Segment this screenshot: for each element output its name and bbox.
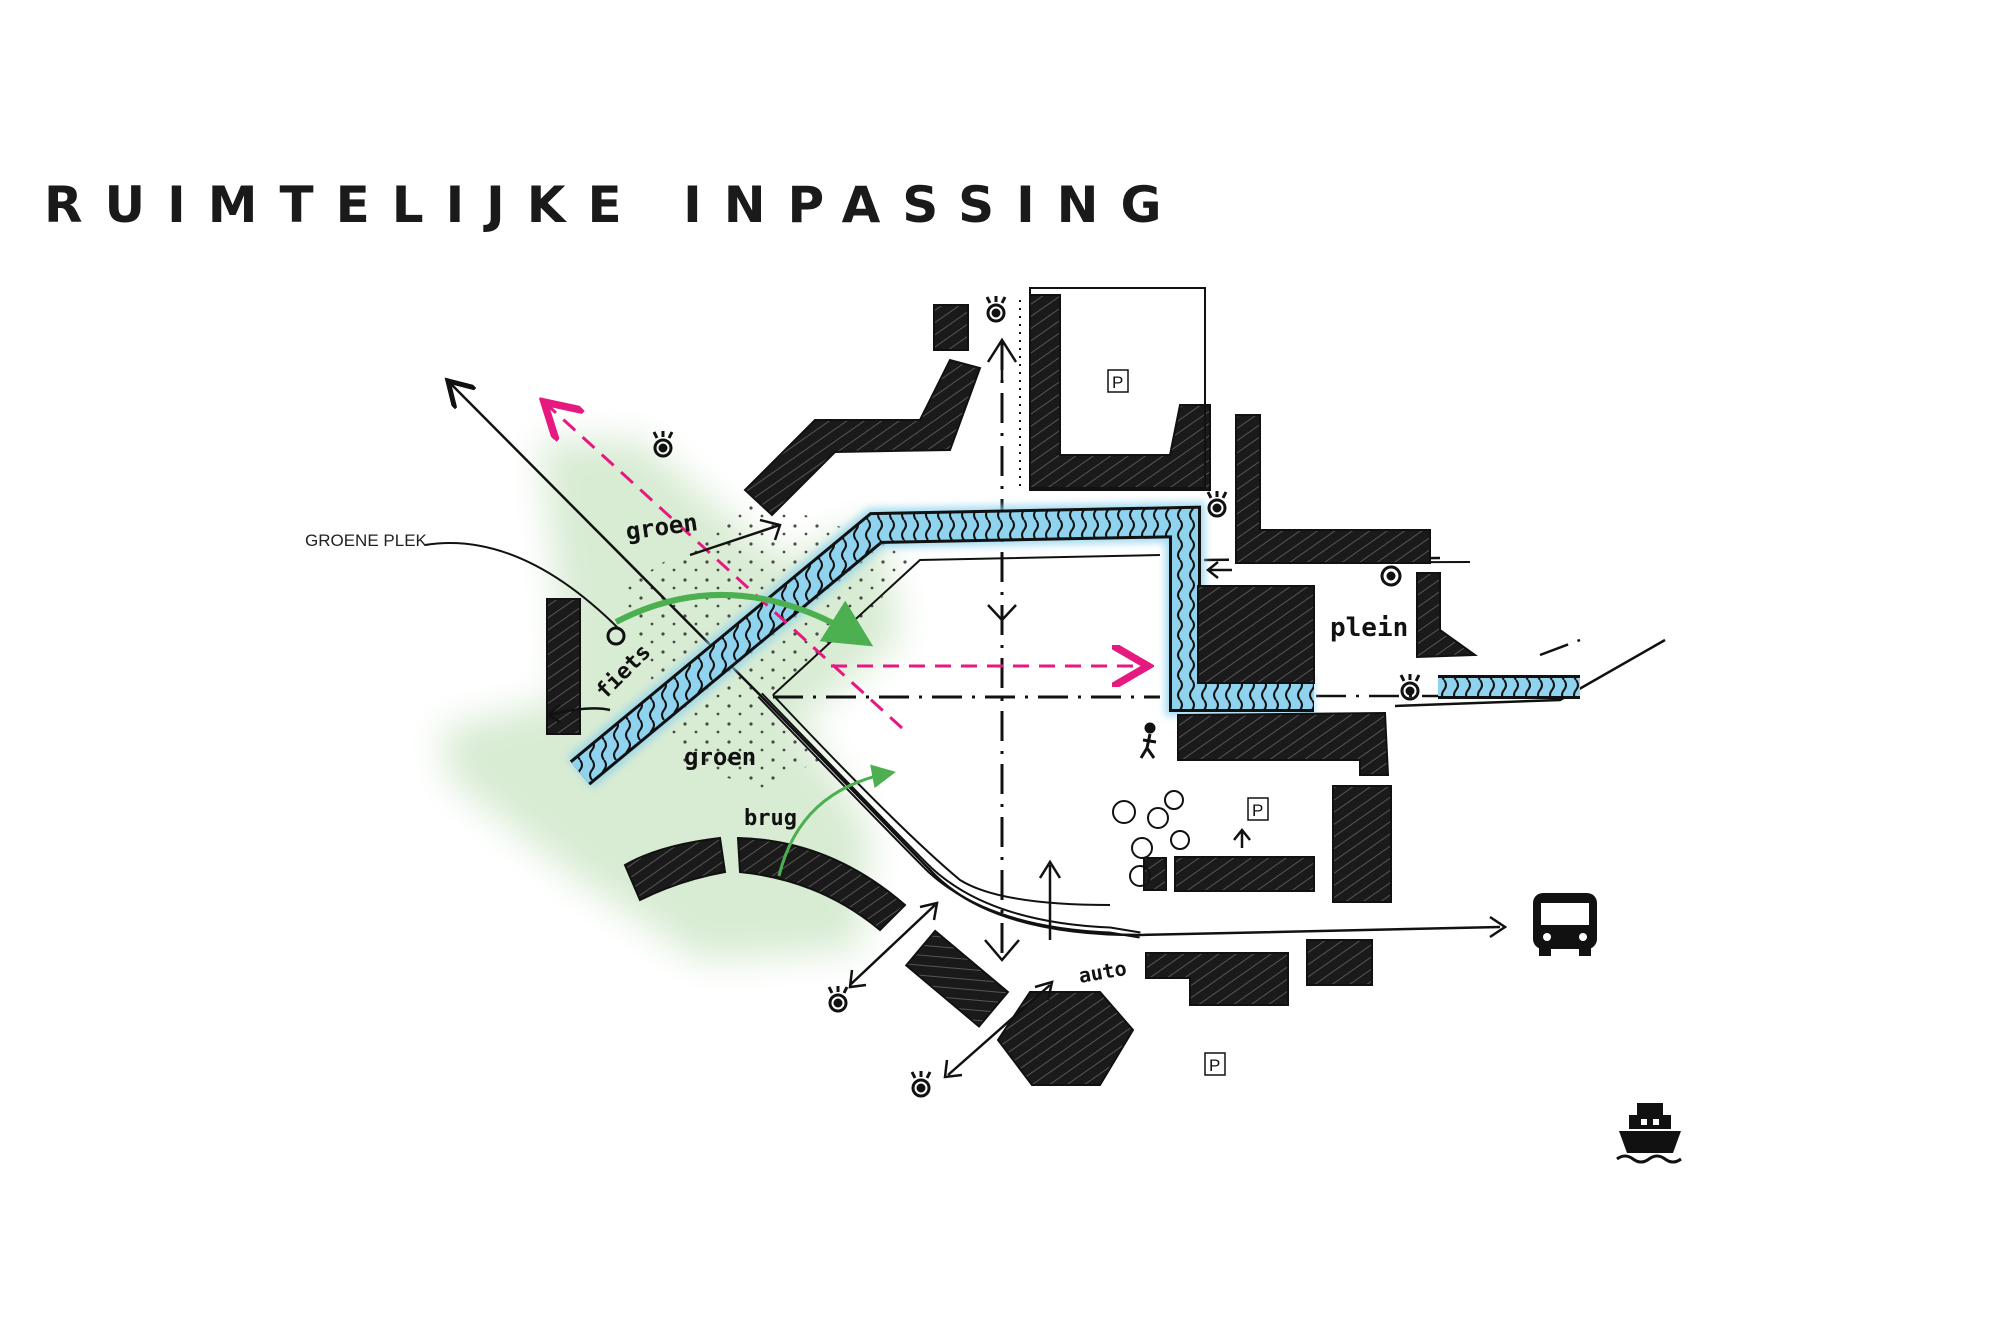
- green-connection-arrow: [614, 592, 874, 647]
- building: [1306, 939, 1373, 986]
- svg-text:P: P: [1252, 801, 1263, 820]
- buildings: [546, 287, 1478, 1086]
- canal: [567, 501, 1580, 789]
- building: [1029, 294, 1211, 491]
- building: [933, 304, 969, 351]
- eye-icon: [1380, 565, 1402, 587]
- auto-label: auto: [1077, 956, 1129, 988]
- building: [1332, 785, 1392, 903]
- page-title: RUIMTELIJKE INPASSING: [44, 176, 1184, 234]
- eye-icon: [1206, 491, 1228, 518]
- building: [1197, 585, 1315, 684]
- building: [996, 991, 1135, 1086]
- view-axis-diagonal: [544, 402, 904, 730]
- building: [743, 358, 982, 517]
- movement-arrows: [424, 337, 1251, 1079]
- eye-icon: [1399, 674, 1421, 701]
- building: [1416, 572, 1478, 659]
- bus-route-arrowhead: [1489, 915, 1508, 939]
- eye-icon: [985, 296, 1007, 323]
- eye-icon: [827, 986, 849, 1013]
- parking-sign: P: [1107, 369, 1129, 393]
- eye-icons: [606, 296, 1421, 1098]
- plein-label: plein: [1330, 613, 1408, 643]
- green-connection-arrow: [777, 764, 896, 877]
- building: [736, 836, 907, 932]
- building: [1174, 856, 1315, 892]
- building: [1145, 952, 1289, 1006]
- building: [1177, 711, 1390, 776]
- building: [1143, 857, 1167, 891]
- parking-lot-outline: [1029, 287, 1206, 489]
- tree-icon: [1112, 790, 1190, 887]
- groene-plek-label: GROENE PLEK: [305, 531, 428, 550]
- parking-sign: P: [1247, 797, 1269, 821]
- svg-text:P: P: [1209, 1056, 1220, 1075]
- bus-icon: [1533, 893, 1597, 956]
- parking-sign: P: [1204, 1052, 1226, 1076]
- building: [1235, 414, 1431, 564]
- eye-icon: [910, 1071, 932, 1098]
- brug-label: brug: [744, 806, 797, 831]
- eye-icon: [606, 626, 626, 646]
- eye-icon: [652, 431, 674, 458]
- groen-label: groen: [684, 743, 756, 771]
- building: [623, 836, 727, 902]
- ship-icon: [1616, 1103, 1682, 1164]
- pedestrian-icon: [1139, 722, 1157, 759]
- building: [904, 929, 1010, 1028]
- svg-text:P: P: [1112, 373, 1123, 392]
- main-route-arrow: [448, 381, 1501, 937]
